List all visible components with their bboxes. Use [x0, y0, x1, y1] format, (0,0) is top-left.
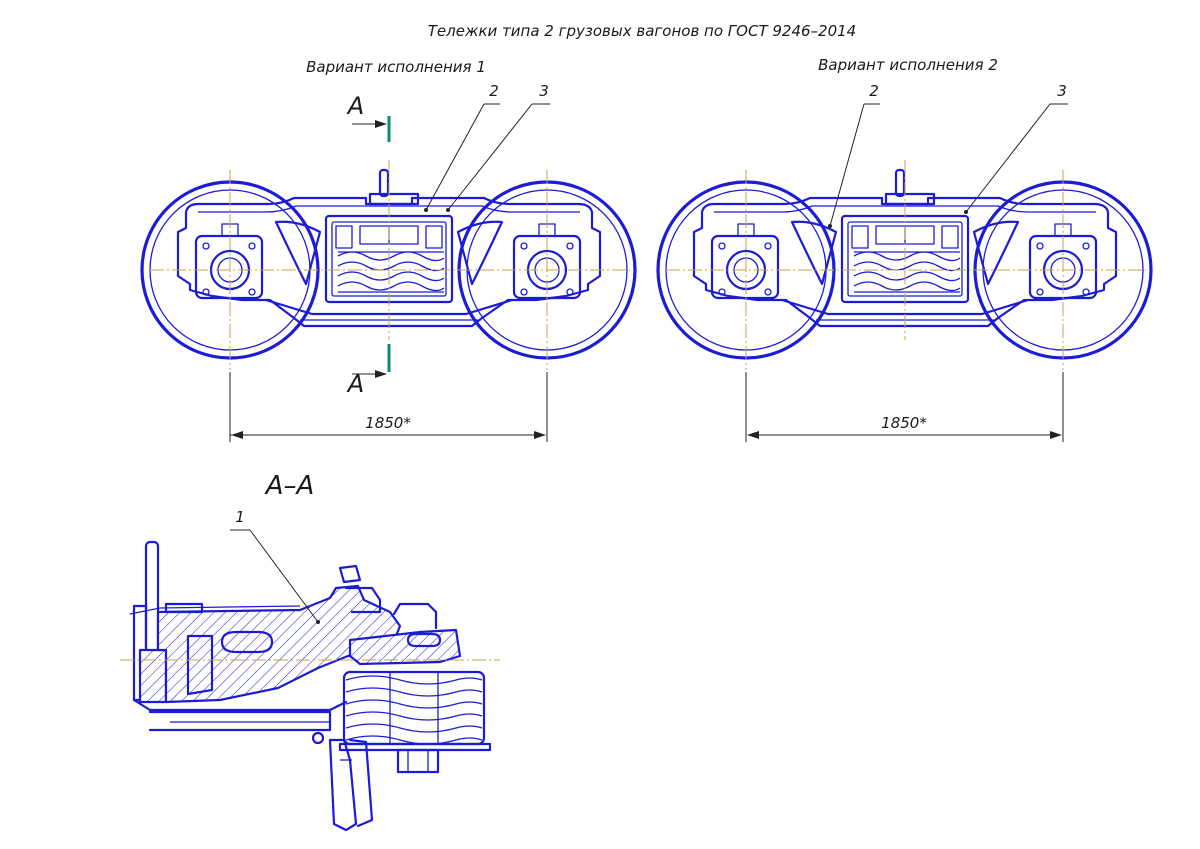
dimension-v2: 1850*: [881, 414, 927, 432]
bogie-variant-2: Вариант исполнения 2 2 3 1850*: [656, 56, 1153, 442]
callout-2-v2: 2: [869, 82, 879, 100]
callout-3-v1: 3: [539, 82, 549, 100]
callout-2-v1: 2: [489, 82, 499, 100]
bogie-2-drawing: [656, 158, 1153, 372]
drawing-title: Тележки типа 2 грузовых вагонов по ГОСТ …: [428, 22, 856, 40]
section-mark-top: А: [346, 92, 364, 120]
section-mark-bottom: А: [346, 370, 364, 398]
bogie-1-drawing: [140, 158, 637, 372]
callout-1-section: 1: [235, 508, 245, 526]
section-a-a: А–А: [120, 471, 500, 832]
spring-set: [342, 670, 486, 746]
section-label: А–А: [264, 471, 315, 501]
variant-2-label: Вариант исполнения 2: [818, 56, 998, 74]
bogie-variant-1: Вариант исполнения 1 А А 2 3 1850*: [140, 58, 637, 442]
dimension-v1: 1850*: [365, 414, 411, 432]
callout-3-v2: 3: [1057, 82, 1067, 100]
variant-1-label: Вариант исполнения 1: [306, 58, 486, 76]
